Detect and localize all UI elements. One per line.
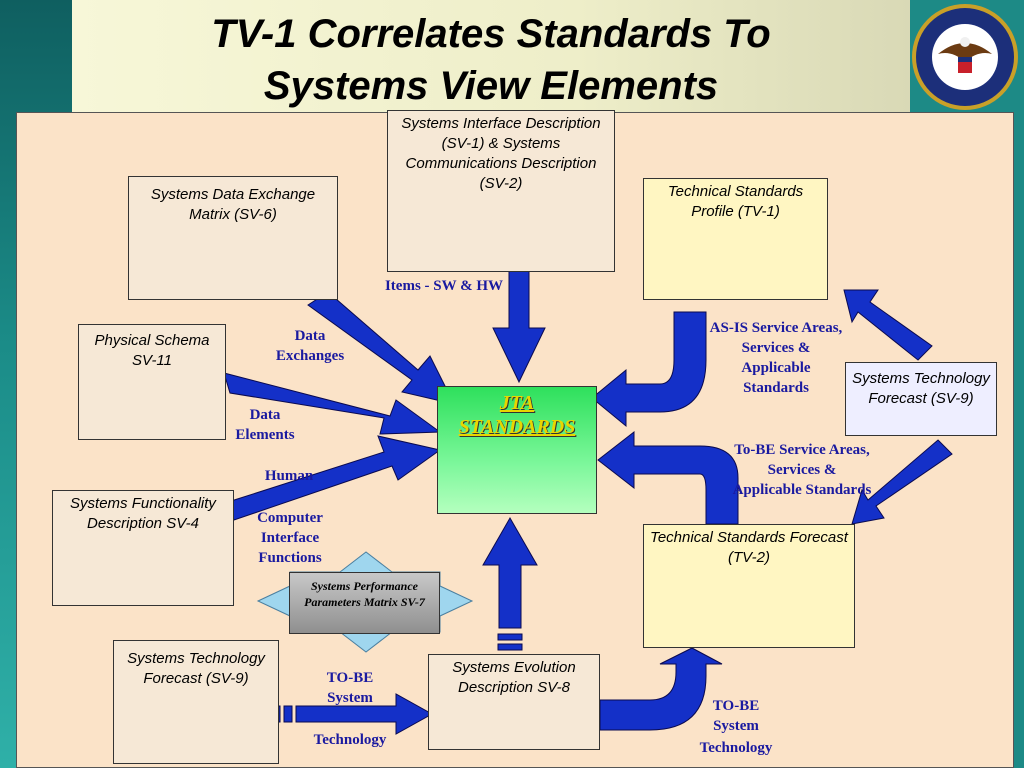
arrow-tv2-to-jta: [597, 430, 739, 525]
dod-seal-icon: [912, 4, 1018, 110]
box-sv9-bottom: Systems Technology Forecast (SV-9): [113, 640, 279, 764]
title-line-2: Systems View Elements: [263, 64, 719, 108]
arrow-sv1-to-jta: [492, 269, 546, 384]
box-sv7: Systems Performance Parameters Matrix SV…: [289, 572, 440, 634]
label-to-be-service: To-BE Service Areas, Services & Applicab…: [732, 442, 872, 498]
label-data-elements: Data Elements: [235, 407, 295, 443]
jta-standards-box: JTA STANDARDS: [437, 386, 597, 514]
arrow-sv9-to-tv1: [843, 289, 933, 361]
box-sv8: Systems Evolution Description SV-8: [428, 654, 600, 750]
label-computer-interface: Computer Interface Functions: [257, 510, 323, 566]
box-tv1-label: Technical Standards Profile (TV-1): [667, 183, 804, 220]
label-to-be-system-left: TO-BE System: [326, 670, 374, 706]
jta-title-line1: JTA: [499, 392, 535, 414]
label-as-is: AS-IS Service Areas, Services & Applicab…: [709, 320, 843, 396]
arrow-sv8-to-tv2: [599, 647, 723, 731]
box-tv2-label: Technical Standards Forecast (TV-2): [650, 529, 848, 566]
box-tv1: Technical Standards Profile (TV-1): [643, 178, 828, 300]
arrow-sv6-to-jta: [307, 291, 455, 405]
jta-title-line2: STANDARDS: [458, 416, 576, 438]
jta-title: JTA STANDARDS: [438, 391, 596, 439]
arrow-sv8-to-jta: [482, 516, 538, 629]
label-human: Human: [264, 468, 314, 484]
box-sv6: Systems Data Exchange Matrix (SV-6): [128, 176, 338, 300]
arrow-sv9-to-sv8: [295, 693, 434, 735]
label-to-be-system-right: TO-BE System: [712, 698, 760, 734]
box-tv2: Technical Standards Forecast (TV-2): [643, 524, 855, 648]
box-sv9-right: Systems Technology Forecast (SV-9): [845, 362, 997, 436]
title-band: [72, 0, 910, 112]
arrow-sv4-to-jta: [227, 435, 442, 521]
slide-title: TV-1 Correlates Standards To Systems Vie…: [72, 8, 910, 112]
box-sv1-label: Systems Interface Description (SV-1) & S…: [401, 115, 601, 192]
label-technology-right: Technology: [699, 740, 773, 756]
arrow-sv9-to-tv2: [851, 439, 953, 525]
box-sv8-label: Systems Evolution Description SV-8: [452, 659, 576, 696]
box-sv7-label: Systems Performance Parameters Matrix SV…: [304, 579, 425, 609]
arrow-tv1-to-jta: [591, 311, 707, 428]
label-data-exchanges: Data Exchanges: [275, 328, 345, 364]
box-sv4: Systems Functionality Description SV-4: [52, 490, 234, 606]
box-sv9-right-label: Systems Technology Forecast (SV-9): [852, 370, 990, 407]
label-technology-left: Technology: [313, 732, 387, 748]
box-sv4-label: Systems Functionality Description SV-4: [70, 495, 216, 532]
box-sv6-label: Systems Data Exchange Matrix (SV-6): [150, 186, 316, 223]
box-sv9-bottom-label: Systems Technology Forecast (SV-9): [127, 650, 265, 687]
arrow-sv11-to-jta: [223, 372, 442, 435]
title-line-1: TV-1 Correlates Standards To: [211, 12, 771, 56]
box-sv11-label: Physical Schema SV-11: [94, 332, 210, 369]
box-sv1: Systems Interface Description (SV-1) & S…: [387, 110, 615, 272]
box-sv11: Physical Schema SV-11: [78, 324, 226, 440]
label-items: Items - SW & HW: [384, 278, 504, 294]
